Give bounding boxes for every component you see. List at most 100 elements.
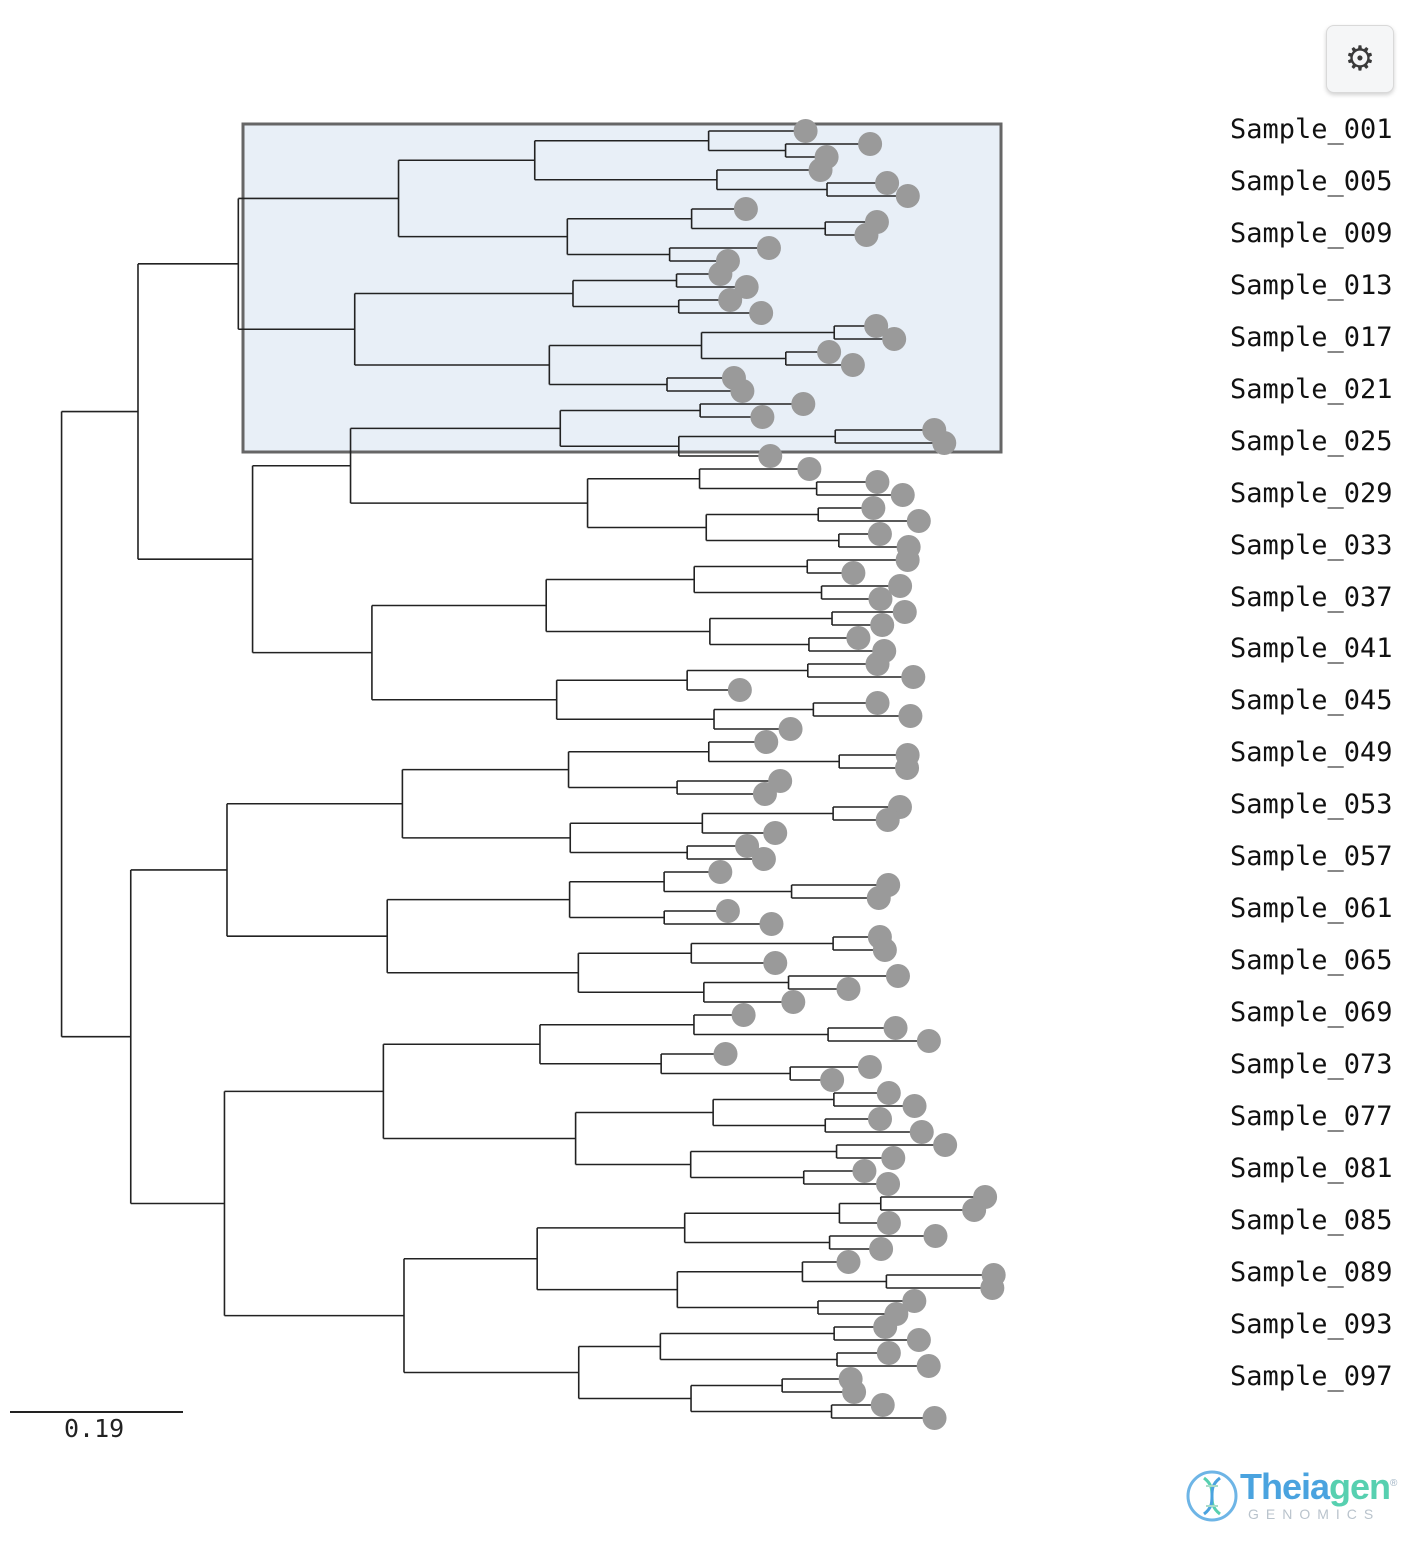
leaf-node[interactable] (875, 171, 900, 195)
leaf-node[interactable] (865, 691, 890, 715)
leaf-node[interactable] (778, 717, 803, 741)
leaf-node[interactable] (875, 808, 900, 832)
leaf-node[interactable] (916, 1029, 941, 1053)
leaf-node[interactable] (898, 704, 923, 728)
leaf-label[interactable]: Sample_001 (1230, 114, 1393, 145)
leaf-node[interactable] (750, 405, 775, 429)
leaf-node[interactable] (916, 1354, 941, 1378)
leaf-label[interactable]: Sample_049 (1230, 737, 1393, 768)
leaf-label[interactable]: Sample_089 (1230, 1257, 1393, 1288)
leaf-node[interactable] (708, 262, 733, 286)
leaf-node[interactable] (902, 1289, 927, 1313)
leaf-label[interactable]: Sample_009 (1230, 218, 1393, 249)
leaf-node[interactable] (873, 1315, 898, 1339)
leaf-node[interactable] (735, 834, 760, 858)
leaf-label[interactable]: Sample_073 (1230, 1049, 1393, 1080)
leaf-label[interactable]: Sample_085 (1230, 1205, 1393, 1236)
leaf-node[interactable] (861, 496, 886, 520)
leaf-label[interactable]: Sample_037 (1230, 582, 1393, 613)
leaf-node[interactable] (734, 275, 759, 299)
leaf-label[interactable]: Sample_041 (1230, 633, 1393, 664)
leaf-node[interactable] (870, 613, 895, 637)
leaf-label[interactable]: Sample_025 (1230, 426, 1393, 457)
leaf-node[interactable] (842, 1380, 867, 1404)
leaf-node[interactable] (866, 886, 891, 910)
leaf-node[interactable] (909, 1120, 934, 1144)
leaf-node[interactable] (718, 288, 743, 312)
leaf-label[interactable]: Sample_045 (1230, 685, 1393, 716)
leaf-node[interactable] (817, 340, 842, 364)
leaf-node[interactable] (870, 1393, 895, 1417)
leaf-node[interactable] (854, 223, 879, 247)
leaf-node[interactable] (751, 847, 776, 871)
leaf-node[interactable] (865, 470, 890, 494)
leaf-node[interactable] (749, 301, 774, 325)
leaf-node[interactable] (731, 1003, 756, 1027)
leaf-node[interactable] (836, 977, 861, 1001)
leaf-label[interactable]: Sample_069 (1230, 997, 1393, 1028)
leaf-node[interactable] (841, 561, 866, 585)
leaf-node[interactable] (902, 1094, 927, 1118)
leaf-node[interactable] (846, 626, 871, 650)
leaf-node[interactable] (885, 964, 910, 988)
leaf-label[interactable]: Sample_029 (1230, 478, 1393, 509)
leaf-node[interactable] (758, 444, 783, 468)
leaf-node[interactable] (791, 392, 816, 416)
leaf-label[interactable]: Sample_065 (1230, 945, 1393, 976)
leaf-node[interactable] (754, 730, 779, 754)
leaf-node[interactable] (895, 548, 920, 572)
leaf-node[interactable] (733, 197, 758, 221)
leaf-node[interactable] (865, 652, 890, 676)
leaf-node[interactable] (752, 782, 777, 806)
leaf-node[interactable] (962, 1198, 987, 1222)
leaf-node[interactable] (836, 1250, 861, 1274)
leaf-node[interactable] (857, 1055, 882, 1079)
leaf-label[interactable]: Sample_057 (1230, 841, 1393, 872)
leaf-node[interactable] (876, 1081, 901, 1105)
leaf-node[interactable] (867, 522, 892, 546)
leaf-node[interactable] (882, 327, 907, 351)
leaf-node[interactable] (730, 379, 755, 403)
leaf-node[interactable] (797, 457, 822, 481)
leaf-label[interactable]: Sample_013 (1230, 270, 1393, 301)
leaf-node[interactable] (852, 1159, 877, 1183)
leaf-label[interactable]: Sample_053 (1230, 789, 1393, 820)
leaf-node[interactable] (895, 756, 920, 780)
leaf-label[interactable]: Sample_005 (1230, 166, 1393, 197)
leaf-node[interactable] (933, 1133, 958, 1157)
leaf-node[interactable] (883, 1016, 908, 1040)
leaf-node[interactable] (876, 1211, 901, 1235)
leaf-node[interactable] (715, 899, 740, 923)
leaf-node[interactable] (881, 1146, 906, 1170)
leaf-node[interactable] (763, 951, 788, 975)
leaf-label[interactable]: Sample_033 (1230, 530, 1393, 561)
leaf-node[interactable] (922, 1406, 947, 1430)
leaf-node[interactable] (895, 184, 920, 208)
leaf-node[interactable] (892, 600, 917, 624)
leaf-node[interactable] (901, 665, 926, 689)
leaf-node[interactable] (781, 990, 806, 1014)
leaf-node[interactable] (759, 912, 784, 936)
leaf-node[interactable] (708, 860, 733, 884)
highlighted-clade-box[interactable] (241, 122, 1003, 454)
leaf-label[interactable]: Sample_097 (1230, 1361, 1393, 1392)
leaf-node[interactable] (890, 483, 915, 507)
leaf-node[interactable] (876, 1172, 901, 1196)
leaf-node[interactable] (793, 119, 818, 143)
leaf-label[interactable]: Sample_017 (1230, 322, 1393, 353)
leaf-label[interactable]: Sample_077 (1230, 1101, 1393, 1132)
leaf-node[interactable] (864, 314, 889, 338)
leaf-node[interactable] (868, 587, 893, 611)
leaf-node[interactable] (713, 1042, 738, 1066)
leaf-node[interactable] (869, 1237, 894, 1261)
leaf-node[interactable] (756, 236, 781, 260)
leaf-node[interactable] (923, 1224, 948, 1248)
leaf-node[interactable] (763, 821, 788, 845)
leaf-node[interactable] (808, 158, 833, 182)
leaf-node[interactable] (727, 678, 752, 702)
leaf-node[interactable] (876, 1341, 901, 1365)
leaf-label[interactable]: Sample_093 (1230, 1309, 1393, 1340)
leaf-node[interactable] (840, 353, 865, 377)
leaf-label[interactable]: Sample_061 (1230, 893, 1393, 924)
leaf-node[interactable] (906, 1328, 931, 1352)
